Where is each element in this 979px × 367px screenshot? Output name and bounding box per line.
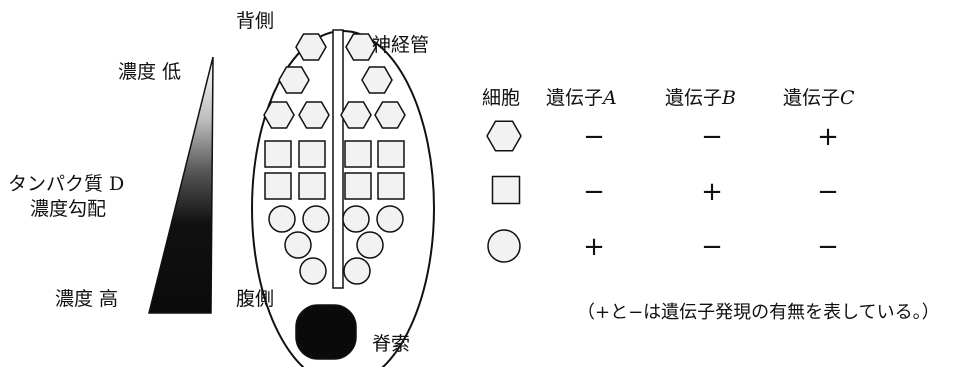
central-canal xyxy=(332,29,344,289)
mark-square-gene-b: + xyxy=(701,177,723,207)
circle-cell xyxy=(343,257,371,285)
mark-hexagon-gene-c: + xyxy=(817,122,839,152)
circle-cell xyxy=(284,231,312,259)
circle-cell xyxy=(356,231,384,259)
mark-hexagon-gene-b: − xyxy=(701,122,723,152)
mark-circle-gene-b: − xyxy=(701,232,723,262)
hexagon-cell xyxy=(345,33,377,61)
square-cell xyxy=(264,172,292,200)
square-cell xyxy=(344,140,372,168)
square-cell xyxy=(264,140,292,168)
mark-square-gene-c: − xyxy=(817,177,839,207)
circle-cell xyxy=(376,205,404,233)
circle-cell xyxy=(299,257,327,285)
concentration-low-label: 濃度 低 xyxy=(118,61,182,83)
protein-d-gradient-wedge xyxy=(148,56,214,314)
table-header-gene-c: 遺伝子C xyxy=(783,87,855,109)
tube-cells xyxy=(263,33,406,285)
protein-d-label: タンパク質 D xyxy=(8,173,125,195)
concentration-high-label: 濃度 高 xyxy=(55,288,119,310)
hexagon-cell xyxy=(374,101,406,129)
neural-tube-label: 神経管 xyxy=(372,34,430,56)
hexagon-cell xyxy=(340,101,372,129)
dorsal-label: 背側 xyxy=(236,10,275,32)
mark-circle-gene-c: − xyxy=(817,232,839,262)
mark-circle-gene-a: + xyxy=(583,232,605,262)
notochord-label: 脊索 xyxy=(372,333,411,355)
table-square-cell xyxy=(491,175,521,205)
table-header-gene-a: 遺伝子A xyxy=(546,87,617,109)
square-cell xyxy=(377,172,405,200)
square-cell xyxy=(377,140,405,168)
table-circle-cell xyxy=(487,229,521,263)
circle-cell xyxy=(268,205,296,233)
ventral-label: 腹側 xyxy=(236,288,275,310)
hexagon-cell xyxy=(278,66,310,94)
square-cell xyxy=(298,172,326,200)
hexagon-cell xyxy=(361,66,393,94)
table-header-cell: 細胞 xyxy=(482,87,521,109)
table-header-gene-b: 遺伝子B xyxy=(665,87,736,109)
mark-hexagon-gene-a: − xyxy=(583,122,605,152)
hexagon-cell xyxy=(298,101,330,129)
hexagon-cell xyxy=(295,33,327,61)
circle-cell xyxy=(302,205,330,233)
table-cell-shapes xyxy=(486,120,522,263)
square-cell xyxy=(344,172,372,200)
notochord xyxy=(295,304,357,360)
gradient-label: 濃度勾配 xyxy=(30,198,107,220)
mark-square-gene-a: − xyxy=(583,177,605,207)
circle-cell xyxy=(342,205,370,233)
hexagon-cell xyxy=(263,101,295,129)
square-cell xyxy=(298,140,326,168)
table-hexagon-cell xyxy=(486,120,522,152)
expression-note: （+と−は遺伝子発現の有無を表している。） xyxy=(577,302,940,323)
